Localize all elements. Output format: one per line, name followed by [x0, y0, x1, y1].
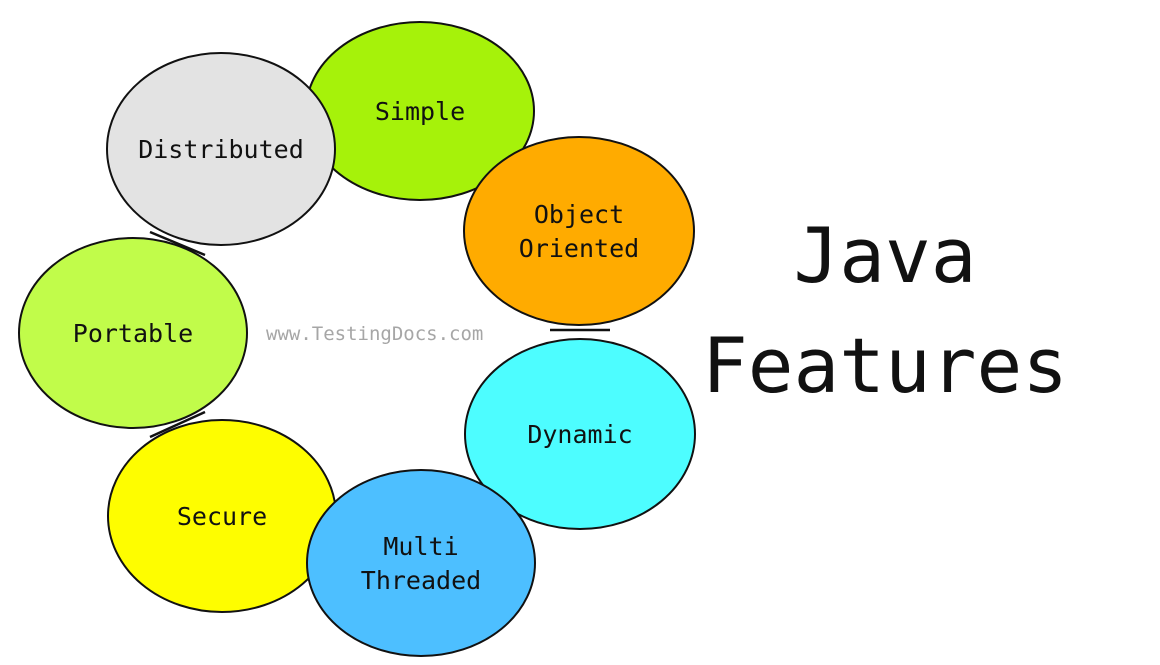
feature-node-distributed: Distributed — [106, 52, 336, 246]
connector-secure-portable — [149, 410, 206, 439]
connector-portable-distributed — [149, 230, 206, 257]
feature-node-simple: Simple — [305, 21, 535, 201]
feature-label: Threaded — [361, 566, 481, 595]
feature-circle — [306, 469, 536, 657]
feature-label: Object — [534, 200, 624, 229]
feature-label: Secure — [177, 502, 267, 531]
feature-label: Simple — [375, 97, 465, 126]
feature-circle — [18, 237, 248, 429]
feature-label: Portable — [73, 319, 193, 348]
watermark: www.TestingDocs.com — [266, 323, 483, 345]
feature-label: Dynamic — [527, 420, 632, 449]
feature-circle — [464, 338, 696, 530]
feature-node-secure: Secure — [107, 419, 337, 613]
feature-circle — [106, 52, 336, 246]
title-line-2: Features — [702, 321, 1068, 410]
feature-node-dynamic: Dynamic — [464, 338, 696, 530]
feature-label: Distributed — [138, 135, 304, 164]
feature-label: Oriented — [519, 234, 639, 263]
feature-circle — [463, 136, 695, 326]
title-line-1: Java — [793, 211, 976, 300]
feature-node-portable: Portable — [18, 237, 248, 429]
feature-label: Multi — [383, 532, 458, 561]
